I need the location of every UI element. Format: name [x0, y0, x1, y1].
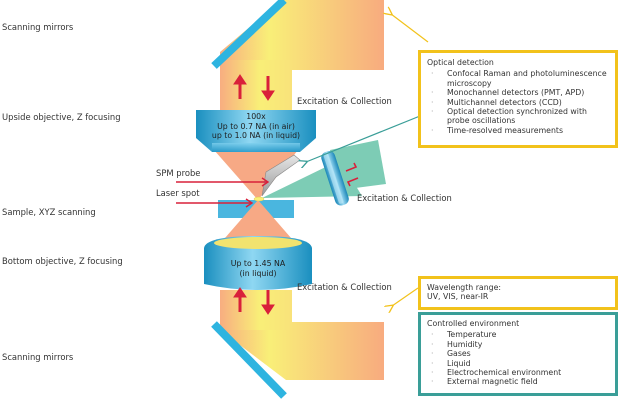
wavelength-range: UV, VIS, near-IR [427, 292, 489, 302]
upper-focus-cone [214, 150, 298, 200]
bottom-objective-medium: (in liquid) [239, 268, 277, 278]
top-red-arrows [233, 74, 275, 101]
environment-list: Temperature Humidity Gases Liquid Electr… [427, 330, 609, 387]
label-excitation-collection-side: Excitation & Collection [357, 193, 452, 203]
label-pointer-arrows [176, 177, 270, 208]
label-excitation-collection-top: Excitation & Collection [297, 96, 392, 106]
bottom-objective-na: Up to 1.45 NA [230, 259, 286, 268]
optical-detection-list: Confocal Raman and photoluminescence mic… [427, 69, 609, 135]
top-objective-body [196, 110, 316, 152]
list-item: Time-resolved measurements [427, 126, 609, 136]
wavelength-arrow [392, 287, 419, 306]
bottom-objective-body [204, 236, 312, 290]
wavelength-box: Wavelength range: UV, VIS, near-IR [418, 276, 618, 310]
side-red-arrows [345, 162, 359, 187]
label-excitation-collection-bottom: Excitation & Collection [297, 282, 392, 292]
optical-detection-title: Optical detection [427, 58, 494, 67]
list-item: Monochannel detectors (PMT, APD) [427, 88, 609, 98]
list-item: Multichannel detectors (CCD) [427, 98, 609, 108]
optical-detection-arrow [391, 14, 429, 43]
label-sample: Sample, XYZ scanning [2, 207, 96, 217]
bottom-beam-vertical [220, 290, 292, 330]
bottom-objective-specs: Up to 1.45 NA (in liquid) [204, 259, 312, 278]
side-detection-arrow [306, 115, 421, 162]
list-item: Temperature [427, 330, 609, 340]
spm-probe [261, 154, 301, 197]
label-spm-probe: SPM probe [156, 168, 201, 178]
top-objective-magnification: 100x [246, 112, 266, 121]
label-scanning-mirrors-bottom: Scanning mirrors [2, 352, 74, 362]
side-collection-lens [321, 151, 349, 206]
top-scanning-mirror [211, 0, 287, 69]
controlled-environment-box: Controlled environment Temperature Humid… [418, 312, 618, 396]
top-objective-specs: 100x Up to 0.7 NA (in air) up to 1.0 NA … [196, 112, 316, 141]
label-scanning-mirrors-top: Scanning mirrors [2, 22, 74, 32]
top-beam-vertical [220, 60, 292, 112]
optical-detection-box: Optical detection Confocal Raman and pho… [418, 50, 618, 148]
list-item: Confocal Raman and photoluminescence mic… [427, 69, 609, 88]
list-item: Humidity [427, 340, 609, 350]
list-item: Gases [427, 349, 609, 359]
wavelength-title: Wavelength range: [427, 283, 502, 292]
label-laser-spot: Laser spot [156, 188, 200, 198]
label-bottom-objective: Bottom objective, Z focusing [2, 256, 123, 266]
lower-focus-cone [218, 200, 298, 246]
bottom-red-arrows [233, 287, 275, 315]
list-item: Liquid [427, 359, 609, 369]
top-objective-na-liquid: up to 1.0 NA (in liquid) [211, 131, 301, 140]
laser-spot [253, 196, 265, 202]
list-item: External magnetic field [427, 377, 609, 387]
environment-title: Controlled environment [427, 319, 520, 328]
label-upside-objective: Upside objective, Z focusing [2, 112, 121, 122]
bottom-scanning-mirror [211, 321, 287, 399]
list-item: Optical detection synchronized with prob… [427, 107, 609, 126]
top-objective-na-air: Up to 0.7 NA (in air) [217, 121, 295, 131]
list-item: Electrochemical environment [427, 368, 609, 378]
